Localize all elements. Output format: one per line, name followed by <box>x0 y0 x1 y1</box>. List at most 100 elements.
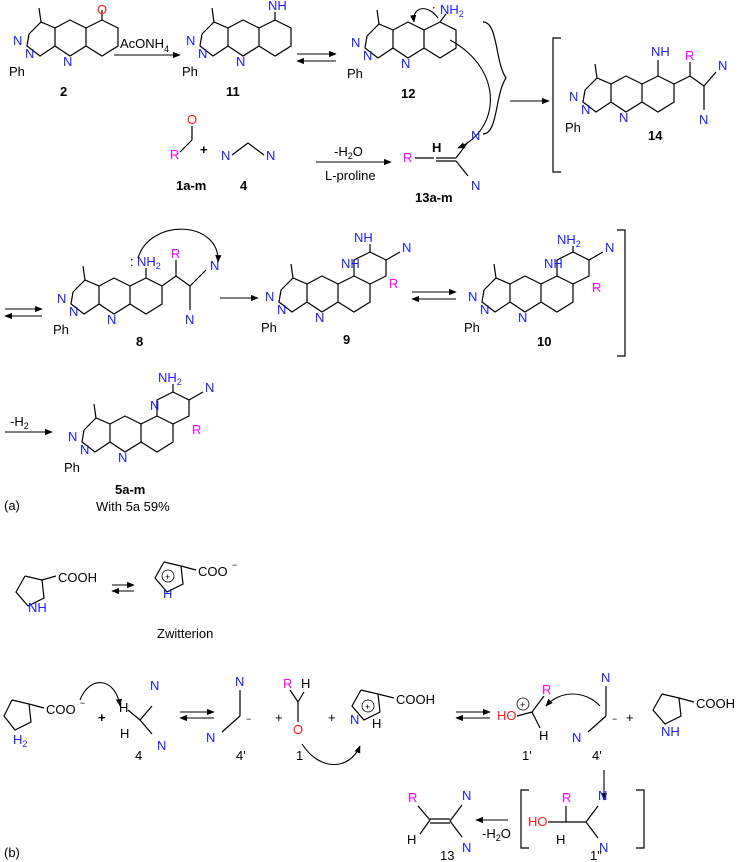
intermediate-1pp-structure: HO R H N N <box>528 788 608 855</box>
n-label: N <box>235 674 244 689</box>
compound-11-structure: NH N N N Ph <box>182 0 292 79</box>
compound-2-label: 2 <box>60 84 67 99</box>
compound-4pp-label: 4' <box>592 748 602 763</box>
reagent-h2-loss: -H2 <box>10 414 29 431</box>
n-label: N <box>572 730 581 745</box>
ph-label: Ph <box>64 460 80 475</box>
compound-12-structure: : NH2 N N N Ph <box>347 2 464 81</box>
n-label: N <box>581 102 590 117</box>
n-label: N <box>80 442 89 457</box>
r-substituent: R <box>389 276 398 291</box>
ph-label: Ph <box>261 320 277 335</box>
r-substituent: R <box>283 676 292 691</box>
n-label: N <box>601 670 610 685</box>
r-substituent: R <box>592 280 601 295</box>
n-label: N <box>25 46 34 61</box>
h-label: H <box>372 716 381 731</box>
n-label: N <box>718 58 727 73</box>
compound-4-mech-label: 4 <box>135 748 142 763</box>
n-label: N <box>185 312 194 327</box>
carbanion-2-structure: N − N <box>545 670 617 745</box>
n-label: N <box>468 289 477 304</box>
n-label: N <box>619 110 628 125</box>
zwitterion-left-structure: H2 COO − <box>3 682 123 749</box>
compound-13-structure: R H N N <box>403 128 480 193</box>
r-substituent: R <box>542 682 551 697</box>
curved-arrow <box>301 743 361 766</box>
h-label: H <box>119 700 128 715</box>
nh2-label: NH2 <box>440 2 464 19</box>
n-label: N <box>605 240 614 255</box>
protonated-proline-structure: + N H COOH <box>350 689 435 731</box>
cooh-label: COOH <box>396 692 435 707</box>
h2-label: H2 <box>13 732 27 749</box>
reagent-water-loss-2: -H2O <box>482 826 511 843</box>
h-label: H <box>556 832 565 847</box>
n-label: N <box>150 398 159 413</box>
compound-1p-label: 1' <box>522 748 532 763</box>
ph-label: Ph <box>565 120 581 135</box>
charge-minus: − <box>246 714 251 724</box>
n-label: N <box>107 312 116 327</box>
compound-8-structure: : NH2 R N N N N N Ph <box>53 228 222 337</box>
n-label: N <box>57 291 66 306</box>
n-label: N <box>265 289 274 304</box>
compound-5-label: 5a-m <box>115 482 145 497</box>
n-label: N <box>206 730 215 745</box>
compound-13-label: 13a-m <box>415 190 453 205</box>
reagent-proline: L-proline <box>325 168 376 183</box>
activated-aldehyde-structure: HO + R H <box>497 682 551 743</box>
carbanion-structure: N − N <box>206 674 251 745</box>
cooh-label: COOH <box>696 696 735 711</box>
ph-label: Ph <box>53 322 69 337</box>
compound-4p-label: 4' <box>236 748 246 763</box>
compound-14-label: 14 <box>648 128 663 143</box>
proline-structure: NH COOH <box>15 570 97 615</box>
bracket-right <box>617 229 626 357</box>
nh2-label: NH2 <box>137 254 161 271</box>
bracket-left <box>552 37 561 173</box>
plus-sign: + <box>626 710 634 725</box>
bracket-right <box>636 789 645 849</box>
oxygen-label: O <box>187 112 197 127</box>
aldehyde-mech-structure: R H O <box>283 676 310 737</box>
plus-sign: + <box>98 710 106 725</box>
compound-4-label: 4 <box>240 178 248 193</box>
nh2-label: NH2 <box>557 232 581 249</box>
curved-arrow <box>137 228 222 263</box>
nh-label: NH <box>651 44 670 59</box>
compound-2-structure: O N N N Ph <box>9 2 119 79</box>
n-label: N <box>186 33 195 48</box>
coo-label: COO <box>46 702 76 717</box>
n-label: N <box>599 840 608 855</box>
zwitterion-label: Zwitterion <box>157 626 213 641</box>
n-label: N <box>210 258 219 273</box>
charge-minus: − <box>80 698 85 708</box>
cooh-label: COOH <box>58 570 97 585</box>
compound-9-label: 9 <box>343 332 350 347</box>
charge-minus: − <box>232 560 237 570</box>
h-label: H <box>407 832 416 847</box>
nh-label: NH <box>354 230 373 245</box>
n-label: N <box>462 840 471 855</box>
n-label: N <box>205 380 214 395</box>
bracket-left <box>520 789 529 849</box>
compound-10-label: 10 <box>537 334 551 349</box>
n-label: N <box>598 788 607 803</box>
n-label: N <box>13 33 22 48</box>
n-label: N <box>277 302 286 317</box>
ho-plus-label: HO <box>497 708 517 723</box>
plus-sign: + <box>200 142 208 157</box>
ph-label: Ph <box>347 66 363 81</box>
compound-14-structure: NH R N N N N N Ph <box>565 44 727 135</box>
charge-plus: + <box>365 702 370 712</box>
nh-label: H <box>163 586 172 601</box>
n-label: N <box>363 48 372 63</box>
n-label: N <box>315 310 324 325</box>
n-label: N <box>118 450 127 465</box>
curved-arrow <box>79 682 123 707</box>
nh-label: N <box>350 712 359 727</box>
compound-10-structure: NH2 NH N R N N N Ph <box>464 232 614 335</box>
n-label: N <box>69 304 78 319</box>
